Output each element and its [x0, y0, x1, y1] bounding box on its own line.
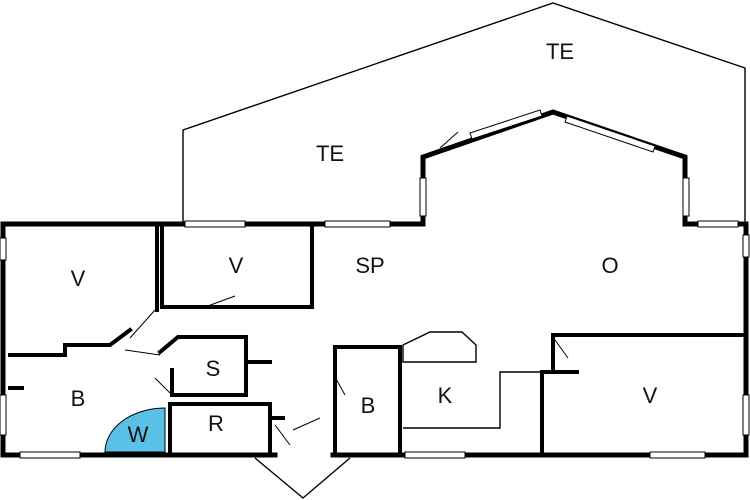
terrace-outline: [182, 2, 746, 222]
window: [742, 234, 750, 258]
window: [404, 451, 466, 459]
kitchen-island: [402, 331, 477, 363]
wall-room-v-center: [160, 224, 314, 309]
label-b-mid: B: [361, 393, 376, 418]
door: [124, 349, 161, 356]
label-living-center: V: [229, 253, 244, 278]
window: [19, 451, 81, 459]
window: [184, 220, 246, 228]
wall-s-room: [157, 335, 248, 397]
door: [292, 417, 321, 431]
wall-v-right-stub: [540, 370, 579, 455]
window: [419, 177, 427, 217]
exterior-wall-top: [0, 109, 749, 227]
label-v-right: V: [643, 383, 658, 408]
window: [469, 109, 543, 140]
label-k: K: [438, 383, 453, 408]
door: [129, 309, 156, 339]
window: [742, 394, 750, 436]
wall-r-room: [168, 402, 272, 455]
wall-bath-top: [8, 327, 133, 357]
window: [697, 220, 739, 228]
label-b-left: B: [71, 386, 86, 411]
door: [554, 339, 569, 359]
window: [564, 115, 656, 153]
wc-highlight: [104, 407, 166, 453]
window: [0, 394, 7, 436]
label-living-left: V: [71, 266, 86, 291]
label-s: S: [206, 356, 221, 381]
wall-b-mid: [333, 345, 402, 455]
label-sp: SP: [355, 253, 384, 278]
door: [439, 131, 459, 149]
label-w: W: [128, 422, 149, 447]
label-terrace-mid: TE: [316, 141, 344, 166]
window: [682, 177, 690, 217]
label-r: R: [208, 411, 224, 436]
entrance-porch: [254, 457, 351, 499]
kitchen-counter: [403, 371, 540, 429]
door: [154, 377, 171, 394]
label-terrace-top: TE: [546, 39, 574, 64]
window: [649, 451, 706, 459]
label-o: O: [601, 253, 618, 278]
window: [0, 237, 7, 261]
door: [274, 424, 291, 446]
door: [204, 295, 236, 308]
door: [334, 376, 346, 396]
window: [324, 220, 391, 228]
